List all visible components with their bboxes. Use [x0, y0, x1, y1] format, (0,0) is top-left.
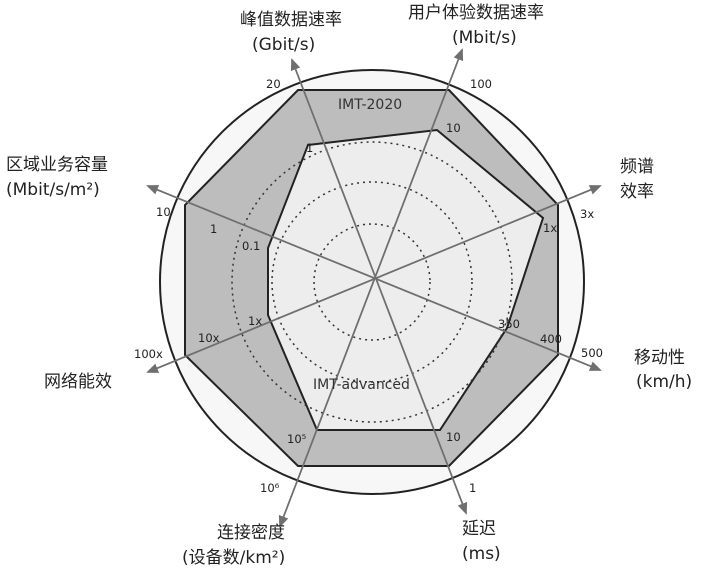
ring-inner-dotted [313, 223, 431, 341]
axis-arrow-latency [291, 59, 468, 515]
axis-title-spectral-eff: 频谱 [620, 157, 654, 177]
axis-title-latency: 延迟 [462, 519, 496, 539]
tick-peak-rate-outer: 20 [266, 77, 281, 91]
axis-arrow-energy-eff [146, 185, 601, 373]
axis-unit-latency: (ms) [462, 544, 501, 564]
ring-outer-dotted [231, 141, 513, 423]
imt-advanced-shape [267, 128, 545, 431]
axis-title-energy-eff: 网络能效 [44, 372, 112, 392]
tick-area-inner: 1 [210, 222, 217, 236]
tick-area-low: 0.1 [242, 239, 260, 253]
tick-user-rate-inner: 10 [446, 121, 461, 135]
axis-unit-area-capacity: (Mbit/s/m²) [6, 180, 100, 200]
axis-title-area-capacity: 区域业务容量 [6, 155, 108, 175]
tick-latency-outer: 1 [469, 481, 476, 495]
tick-conn-inner: 10⁵ [287, 432, 307, 446]
tick-latency-inner: 10 [446, 430, 461, 444]
axis-arrow-area-capacity [146, 185, 601, 371]
axis-title-user-rate: 用户体验数据速率 [408, 3, 544, 23]
axis-lines [146, 48, 602, 528]
axis-unit-user-rate: (Mbit/s) [452, 28, 517, 48]
axis-title-peak-rate: 峰值数据速率 [240, 10, 342, 30]
tick-energy-outer: 100x [134, 347, 163, 361]
axis-unit-spectral-eff: 效率 [620, 182, 654, 202]
ring-mid-dotted [271, 181, 473, 383]
axis-arrow-conn-density [278, 49, 463, 528]
tick-spectral-inner: 1x [543, 221, 557, 235]
imt-advanced-label: IMT-advanced [313, 377, 410, 393]
axis-unit-peak-rate: (Gbit/s) [252, 35, 315, 55]
tick-energy-low: 1x [248, 314, 262, 328]
tick-mobility-mid: 400 [540, 332, 562, 346]
axis-unit-conn-density: (设备数/km²) [182, 548, 285, 568]
tick-area-outer: 10 [156, 205, 171, 219]
tick-mobility-inner: 350 [498, 317, 520, 331]
tick-peak-rate-inner: 1 [306, 141, 313, 155]
tick-conn-outer: 10⁶ [260, 481, 280, 495]
axis-unit-mobility: (km/h) [636, 372, 692, 392]
tick-energy-inner: 10x [198, 331, 220, 345]
axis-title-conn-density: 连接密度 [217, 523, 285, 543]
tick-spectral-outer: 3x [580, 207, 594, 221]
axis-title-mobility: 移动性 [634, 348, 685, 368]
tick-mobility-outer: 500 [581, 346, 603, 360]
imt2020-label: IMT-2020 [338, 97, 402, 113]
tick-user-rate-outer: 100 [470, 77, 492, 91]
